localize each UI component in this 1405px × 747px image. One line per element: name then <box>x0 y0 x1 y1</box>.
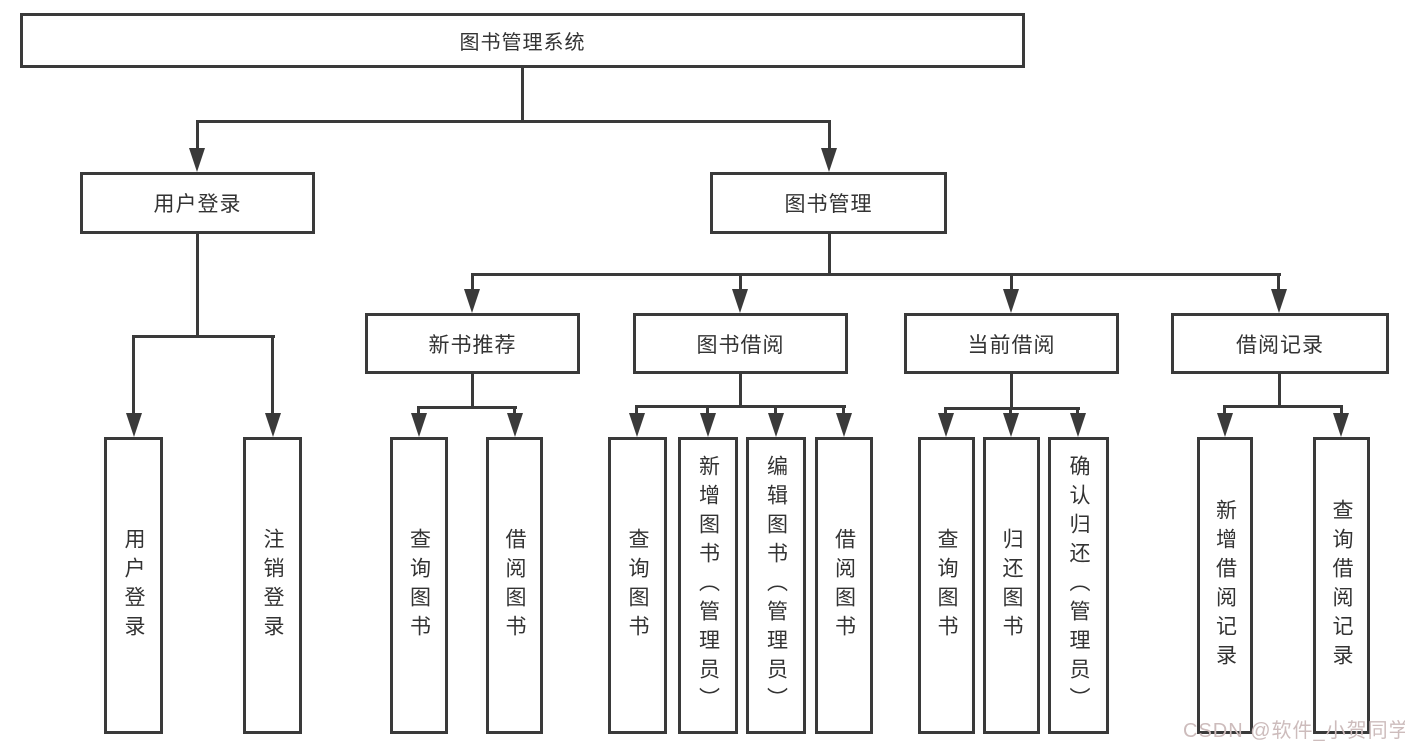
arrowhead-down-icon <box>411 413 427 437</box>
connector-stem <box>739 273 742 291</box>
arrowhead-down-icon <box>265 413 281 437</box>
connector-stem <box>1076 407 1079 415</box>
leaf-nbr-borrow-books: 借阅图书 <box>486 437 543 734</box>
leaf-nbr-query-books: 查询图书 <box>390 437 448 734</box>
connector-stem <box>706 405 709 415</box>
connector-stem <box>196 120 199 150</box>
connector-stem <box>513 406 516 415</box>
arrowhead-down-icon <box>768 413 784 437</box>
connector-stem <box>1010 273 1013 291</box>
node-book-management: 图书管理 <box>710 172 947 234</box>
node-new-book-recommendation: 新书推荐 <box>365 313 580 374</box>
connector-stem <box>132 335 135 415</box>
connector-stem <box>417 406 420 415</box>
connector-level3-bar <box>471 273 1281 276</box>
connector-stem <box>1010 374 1013 409</box>
connector-stem <box>1277 273 1280 291</box>
node-book-borrowing: 图书借阅 <box>633 313 848 374</box>
leaf-br-add-record: 新增借阅记录 <box>1197 437 1253 734</box>
connector-stem <box>739 374 742 407</box>
arrowhead-down-icon <box>1003 289 1019 313</box>
connector-level2-bar <box>196 120 830 123</box>
connector-stem <box>842 405 845 415</box>
arrowhead-down-icon <box>1271 289 1287 313</box>
arrowhead-down-icon <box>1217 413 1233 437</box>
connector-stem <box>828 120 831 150</box>
connector-bar <box>418 406 517 409</box>
arrowhead-down-icon <box>821 148 837 172</box>
connector-stem <box>774 405 777 415</box>
node-library-system: 图书管理系统 <box>20 13 1025 68</box>
connector-stem <box>828 234 831 276</box>
arrowhead-down-icon <box>1003 413 1019 437</box>
leaf-bb-add-book-admin: 新增图书（管理员） <box>678 437 738 734</box>
leaf-bb-query-books: 查询图书 <box>608 437 667 734</box>
connector-stem <box>635 405 638 415</box>
node-user-login: 用户登录 <box>80 172 315 234</box>
connector-stem <box>471 273 474 291</box>
leaf-cb-return-books: 归还图书 <box>983 437 1040 734</box>
node-current-borrowing: 当前借阅 <box>904 313 1119 374</box>
connector-stem <box>271 335 274 415</box>
arrowhead-down-icon <box>464 289 480 313</box>
arrowhead-down-icon <box>189 148 205 172</box>
connector-bar <box>1224 405 1343 408</box>
connector-stem <box>1009 407 1012 415</box>
leaf-bb-borrow-books: 借阅图书 <box>815 437 873 734</box>
connector-stem <box>1278 374 1281 407</box>
leaf-cb-confirm-return-admin: 确认归还（管理员） <box>1048 437 1109 734</box>
leaf-user-login: 用户登录 <box>104 437 163 734</box>
connector-bar <box>133 335 275 338</box>
arrowhead-down-icon <box>507 413 523 437</box>
csdn-watermark: CSDN @软件_小贺同学 <box>1183 720 1405 742</box>
arrowhead-down-icon <box>836 413 852 437</box>
node-borrowing-records: 借阅记录 <box>1171 313 1389 374</box>
connector-stem <box>1340 405 1343 415</box>
connector-stem <box>1223 405 1226 415</box>
leaf-bb-edit-book-admin: 编辑图书（管理员） <box>746 437 806 734</box>
leaf-cb-query-books: 查询图书 <box>918 437 975 734</box>
arrowhead-down-icon <box>629 413 645 437</box>
arrowhead-down-icon <box>732 289 748 313</box>
connector-bar <box>636 405 846 408</box>
arrowhead-down-icon <box>700 413 716 437</box>
arrowhead-down-icon <box>1070 413 1086 437</box>
leaf-br-query-record: 查询借阅记录 <box>1313 437 1370 734</box>
connector-stem <box>471 374 474 408</box>
leaf-logout: 注销登录 <box>243 437 302 734</box>
connector-bar <box>945 407 1080 410</box>
arrowhead-down-icon <box>126 413 142 437</box>
connector-root-stem <box>521 68 524 122</box>
connector-stem <box>944 407 947 415</box>
arrowhead-down-icon <box>938 413 954 437</box>
connector-stem <box>196 234 199 338</box>
arrowhead-down-icon <box>1333 413 1349 437</box>
